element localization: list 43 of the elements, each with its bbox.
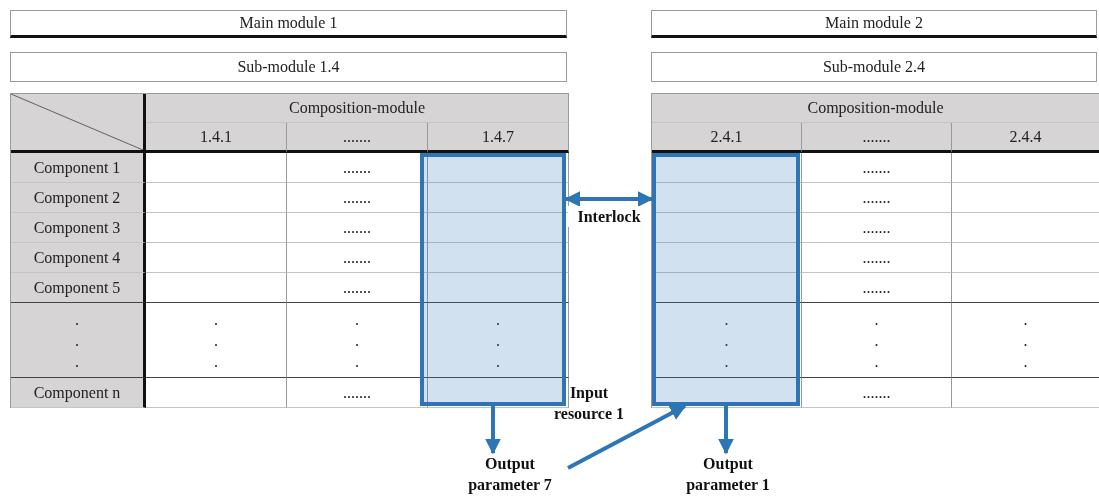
arrow: [485, 406, 501, 455]
table-cell: .......: [802, 183, 952, 213]
output-label: Output parameter 1: [670, 453, 786, 497]
column-header: 1.4.1: [146, 123, 287, 153]
table-cell: .......: [802, 153, 952, 183]
table-cell: .......: [802, 273, 952, 303]
table-cell: .......: [802, 243, 952, 273]
edge-label: Input resource 1: [552, 383, 626, 424]
column-header: Composition-module: [146, 94, 569, 123]
table-cell: .......: [287, 273, 428, 303]
column-header: 1.4.7: [428, 123, 569, 153]
sub-module-box: Sub-module 1.4: [10, 52, 567, 82]
main-module-box: Main module 2: [651, 10, 1097, 38]
table-cell: .......: [287, 183, 428, 213]
highlight-box: [420, 153, 566, 406]
column-header: 2.4.1: [652, 123, 802, 153]
arrow: [564, 191, 654, 207]
arrow: [567, 404, 687, 470]
column-header: 2.4.4: [952, 123, 1099, 153]
column-header: .......: [802, 123, 952, 153]
table-cell: . . .: [287, 303, 428, 378]
row-header: Component 5: [11, 273, 146, 303]
table-cell: .......: [287, 378, 428, 408]
column-header: Composition-module: [652, 94, 1099, 123]
table-cell: . . .: [802, 303, 952, 378]
row-header: . . .: [11, 303, 146, 378]
table-cell: . . .: [146, 303, 287, 378]
table-cell: .......: [287, 213, 428, 243]
row-header: Component 2: [11, 183, 146, 213]
row-header: Component 4: [11, 243, 146, 273]
row-header: Component n: [11, 378, 146, 408]
table-cell: .......: [802, 378, 952, 408]
row-header: Component 3: [11, 213, 146, 243]
sub-module-box: Sub-module 2.4: [651, 52, 1097, 82]
highlight-box: [652, 153, 800, 406]
main-module-box: Main module 1: [10, 10, 567, 38]
table-cell: .......: [287, 243, 428, 273]
table-cell: .......: [802, 213, 952, 243]
output-label: Output parameter 7: [452, 453, 568, 497]
arrow: [718, 406, 734, 455]
column-header: .......: [287, 123, 428, 153]
row-header: Component 1: [11, 153, 146, 183]
table-cell: . . .: [428, 303, 569, 378]
